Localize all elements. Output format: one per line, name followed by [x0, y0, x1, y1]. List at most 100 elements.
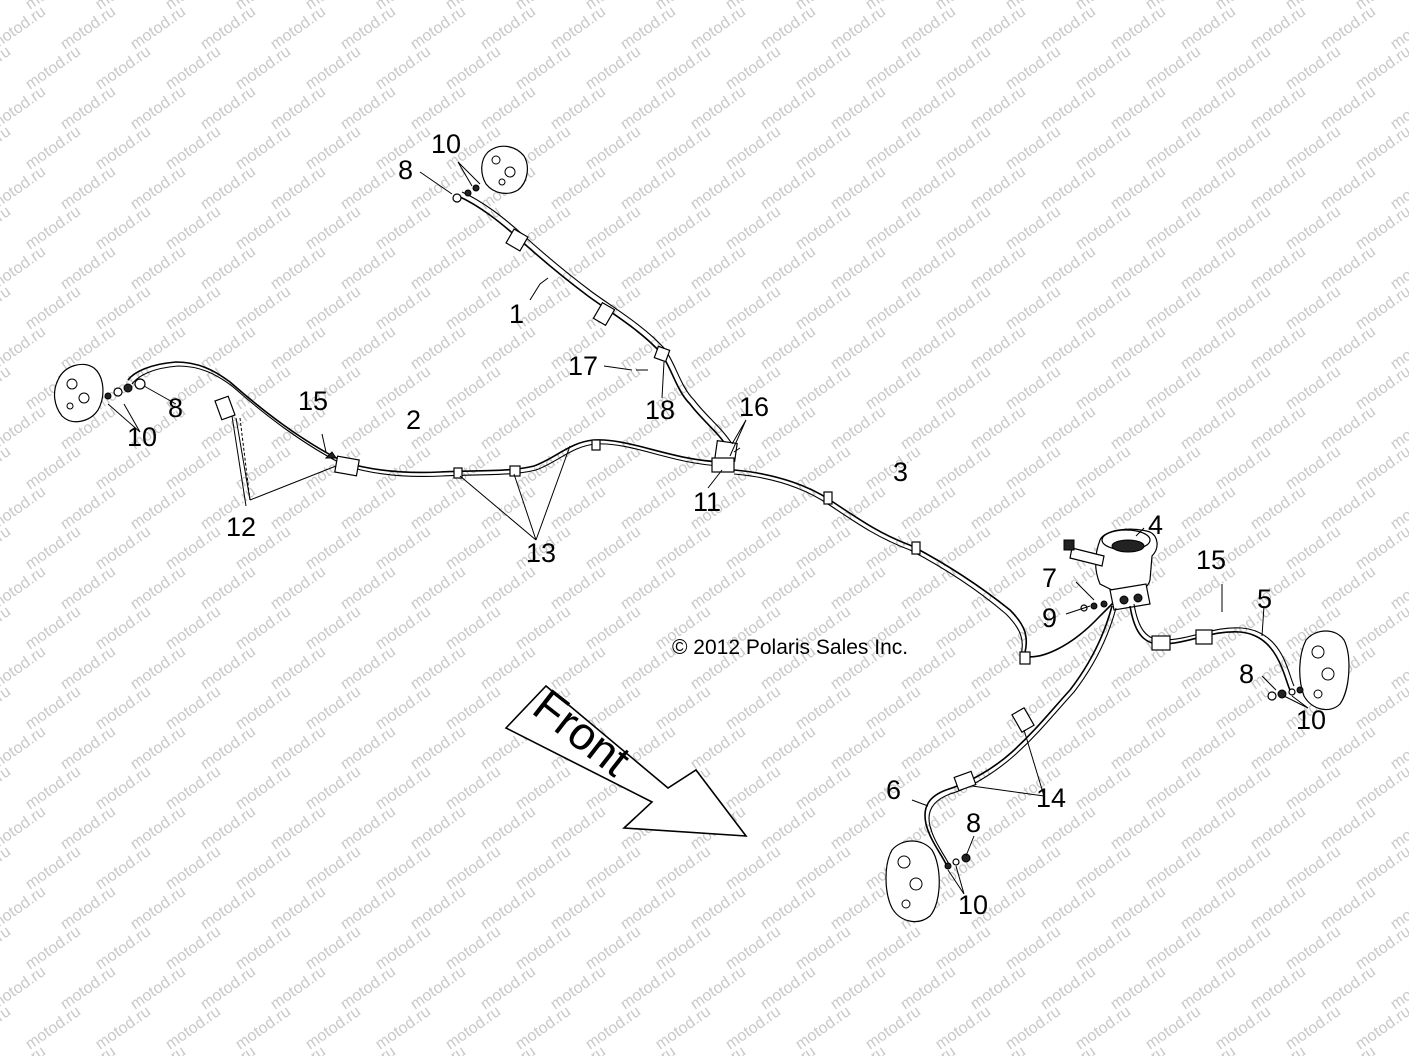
watermark-text: motod.ru: [1178, 803, 1239, 853]
watermark-text: motod.ru: [408, 83, 469, 133]
watermark-text: motod.ru: [443, 1003, 504, 1053]
watermark-text: motod.ru: [128, 483, 189, 533]
watermark-text: motod.ru: [793, 283, 854, 333]
watermark-text: motod.ru: [933, 1003, 994, 1053]
watermark-text: motod.ru: [1108, 643, 1169, 693]
watermark-text: motod.ru: [1248, 963, 1309, 1013]
watermark-text: motod.ru: [268, 643, 329, 693]
watermark-text: motod.ru: [1213, 843, 1274, 893]
watermark-text: motod.ru: [373, 603, 434, 653]
watermark-text: motod.ru: [0, 283, 14, 333]
watermark-text: motod.ru: [443, 603, 504, 653]
watermark-text: motod.ru: [1178, 963, 1239, 1013]
watermark-text: motod.ru: [1353, 1003, 1409, 1053]
watermark-text: motod.ru: [1003, 843, 1064, 893]
watermark-text: motod.ru: [0, 523, 14, 573]
watermark-text: motod.ru: [0, 43, 14, 93]
watermark-text: motod.ru: [688, 3, 749, 53]
watermark-text: motod.ru: [863, 923, 924, 973]
watermark-text: motod.ru: [1318, 803, 1379, 853]
watermark-text: motod.ru: [548, 243, 609, 293]
watermark-text: motod.ru: [408, 803, 469, 853]
watermark-text: motod.ru: [933, 283, 994, 333]
watermark-text: motod.ru: [1143, 443, 1204, 493]
watermark-text: motod.ru: [688, 963, 749, 1013]
watermark-text: motod.ru: [583, 603, 644, 653]
watermark-text: motod.ru: [618, 483, 679, 533]
watermark-text: motod.ru: [93, 603, 154, 653]
watermark-text: motod.ru: [268, 243, 329, 293]
watermark-text: motod.ru: [548, 1043, 609, 1056]
watermark-text: motod.ru: [268, 883, 329, 933]
watermark-text: motod.ru: [1003, 283, 1064, 333]
watermark-text: motod.ru: [198, 243, 259, 293]
watermark-text: motod.ru: [1318, 723, 1379, 773]
watermark-text: motod.ru: [1178, 483, 1239, 533]
callout-11: 11: [693, 487, 721, 517]
watermark-text: motod.ru: [1108, 1043, 1169, 1056]
watermark-text: motod.ru: [758, 1043, 819, 1056]
watermark-text: motod.ru: [653, 123, 714, 173]
watermark-text: motod.ru: [1178, 83, 1239, 133]
watermark-text: motod.ru: [1213, 1003, 1274, 1053]
callout-13: 13: [526, 538, 556, 568]
watermark-text: motod.ru: [1073, 123, 1134, 173]
watermark-text: motod.ru: [898, 563, 959, 613]
watermark-text: motod.ru: [373, 843, 434, 893]
callout-8-left: 8: [168, 393, 183, 423]
watermark-text: motod.ru: [1108, 723, 1169, 773]
brake-line-2: [127, 361, 723, 507]
watermark-text: motod.ru: [1353, 843, 1409, 893]
watermark-text: motod.ru: [828, 963, 889, 1013]
watermark-text: motod.ru: [618, 963, 679, 1013]
watermark-text: motod.ru: [1073, 443, 1134, 493]
watermark-text: motod.ru: [898, 723, 959, 773]
watermark-text: motod.ru: [653, 523, 714, 573]
watermark-text: motod.ru: [828, 3, 889, 53]
watermark-text: motod.ru: [1353, 43, 1409, 93]
watermark-text: motod.ru: [723, 923, 784, 973]
watermark-text: motod.ru: [828, 723, 889, 773]
watermark-text: motod.ru: [898, 163, 959, 213]
watermark-text: motod.ru: [1038, 323, 1099, 373]
watermark-text: motod.ru: [268, 3, 329, 53]
watermark-text: motod.ru: [303, 123, 364, 173]
watermark-text: motod.ru: [1143, 123, 1204, 173]
watermark-text: motod.ru: [408, 963, 469, 1013]
watermark-text: motod.ru: [758, 723, 819, 773]
watermark-text: motod.ru: [338, 483, 399, 533]
watermark-text: motod.ru: [968, 163, 1029, 213]
leader-lines: [107, 161, 1309, 895]
watermark-text: motod.ru: [58, 643, 119, 693]
watermark-text: motod.ru: [0, 443, 14, 493]
callout-10-left: 10: [127, 422, 157, 452]
watermark-text: motod.ru: [1108, 803, 1169, 853]
callout-8-right: 8: [1239, 659, 1254, 689]
watermark-text: motod.ru: [478, 483, 539, 533]
watermark-text: motod.ru: [408, 723, 469, 773]
watermark-text: motod.ru: [303, 43, 364, 93]
watermark-text: motod.ru: [1318, 883, 1379, 933]
watermark-text: motod.ru: [1178, 163, 1239, 213]
callout-9: 9: [1042, 603, 1057, 633]
watermark-text: motod.ru: [513, 763, 574, 813]
watermark-text: motod.ru: [408, 643, 469, 693]
watermark-text: motod.ru: [408, 883, 469, 933]
watermark-text: motod.ru: [338, 643, 399, 693]
watermark-text: motod.ru: [198, 883, 259, 933]
watermark-text: motod.ru: [23, 683, 84, 733]
watermark-text: motod.ru: [1143, 283, 1204, 333]
watermark-text: motod.ru: [968, 243, 1029, 293]
watermark-text: motod.ru: [0, 0, 14, 13]
watermark-text: motod.ru: [618, 163, 679, 213]
copyright-text: © 2012 Polaris Sales Inc.: [672, 636, 908, 659]
watermark-text: motod.ru: [828, 163, 889, 213]
watermark-text: motod.ru: [268, 803, 329, 853]
watermark-text: motod.ru: [653, 843, 714, 893]
watermark-text: motod.ru: [0, 883, 49, 933]
watermark-text: motod.ru: [0, 923, 14, 973]
watermark-text: motod.ru: [688, 243, 749, 293]
watermark-text: motod.ru: [478, 323, 539, 373]
watermark-text: motod.ru: [58, 3, 119, 53]
watermark-text: motod.ru: [163, 843, 224, 893]
